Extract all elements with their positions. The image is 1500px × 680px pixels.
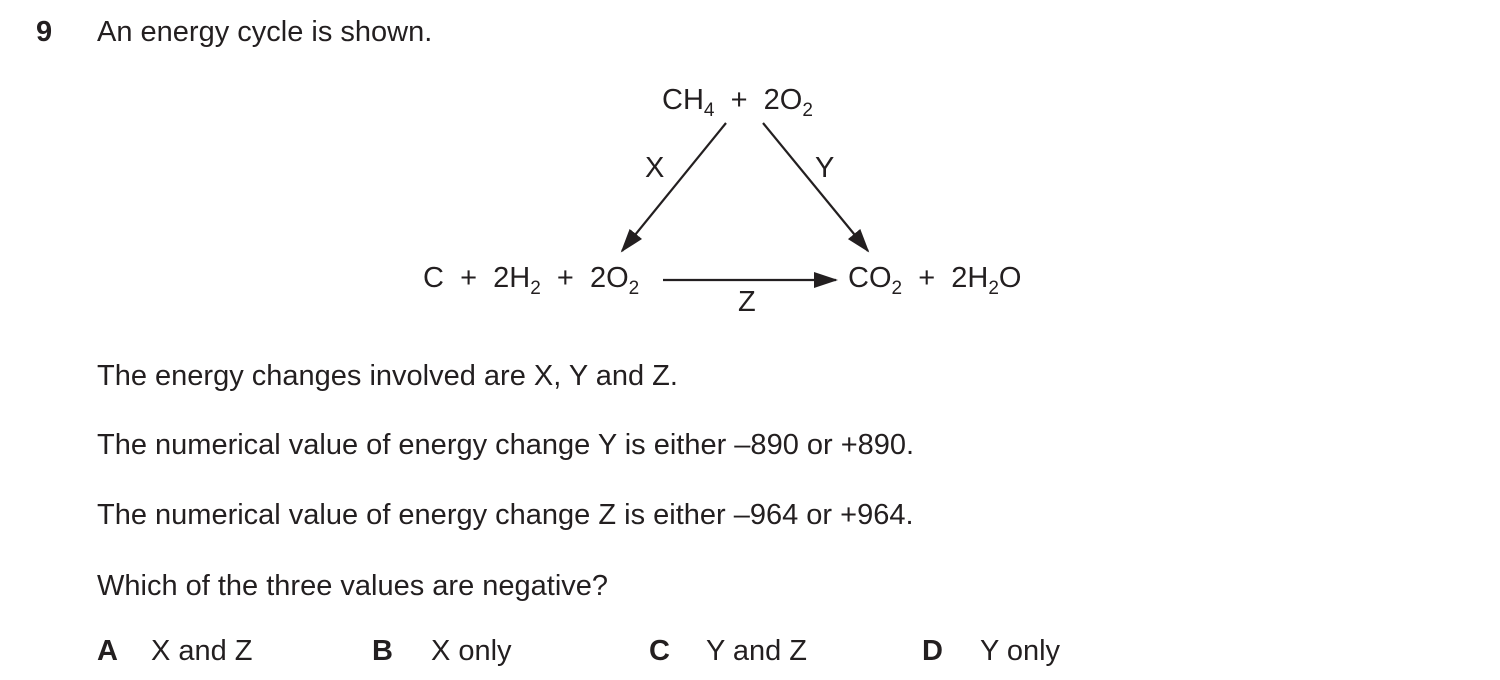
paragraph-value-y: The numerical value of energy change Y i…: [97, 429, 915, 461]
option-text: X only: [430, 635, 512, 667]
question-number: 9: [36, 16, 53, 48]
paragraph-energy-changes: The energy changes involved are X, Y and…: [97, 360, 678, 392]
arrow-y: [762, 122, 870, 253]
plus-sign: +: [460, 262, 478, 294]
formula-elements-left: C + 2H2 + 2O2: [423, 260, 640, 299]
arrow-label-x: X: [645, 152, 665, 184]
formula-subscript: 4: [703, 100, 715, 121]
formula-part: C: [423, 262, 444, 294]
option-a[interactable]: A X and Z: [97, 633, 253, 669]
option-letter: D: [922, 635, 943, 667]
formula-subscript: 2: [802, 100, 813, 121]
option-letter: C: [649, 635, 670, 667]
arrow-label-z: Z: [738, 286, 756, 318]
formula-part: 2H: [493, 262, 531, 294]
formula-part: CH: [662, 84, 704, 116]
option-d[interactable]: D Y only: [922, 633, 1060, 669]
formula-part: O: [998, 262, 1022, 294]
formula-part: CO: [848, 262, 892, 294]
formula-part: 2O: [589, 262, 629, 294]
paragraph-question: Which of the three values are negative?: [97, 570, 609, 602]
formula-subscript: 2: [530, 278, 541, 299]
formula-subscript: 2: [628, 278, 640, 299]
arrow-x: [620, 122, 727, 253]
option-c[interactable]: C Y and Z: [649, 633, 807, 669]
formula-products-right: CO2 + 2H2O: [848, 260, 1022, 299]
option-text: Y only: [979, 635, 1061, 667]
option-text: Y and Z: [705, 635, 807, 667]
formula-subscript: 2: [988, 278, 999, 299]
question-stem: An energy cycle is shown.: [97, 16, 433, 48]
arrow-label-y: Y: [815, 152, 835, 184]
formula-reactants-top: CH4 + 2O2: [662, 82, 813, 121]
formula-part: 2O: [763, 84, 803, 116]
option-letter: B: [372, 635, 393, 667]
formula-part: 2H: [951, 262, 989, 294]
plus-sign: +: [556, 262, 574, 294]
formula-subscript: 2: [891, 278, 903, 299]
paragraph-value-z: The numerical value of energy change Z i…: [97, 499, 914, 531]
plus-sign: +: [730, 84, 748, 116]
option-b[interactable]: B X only: [372, 633, 512, 669]
plus-sign: +: [918, 262, 936, 294]
option-letter: A: [97, 635, 118, 667]
option-text: X and Z: [150, 635, 253, 667]
